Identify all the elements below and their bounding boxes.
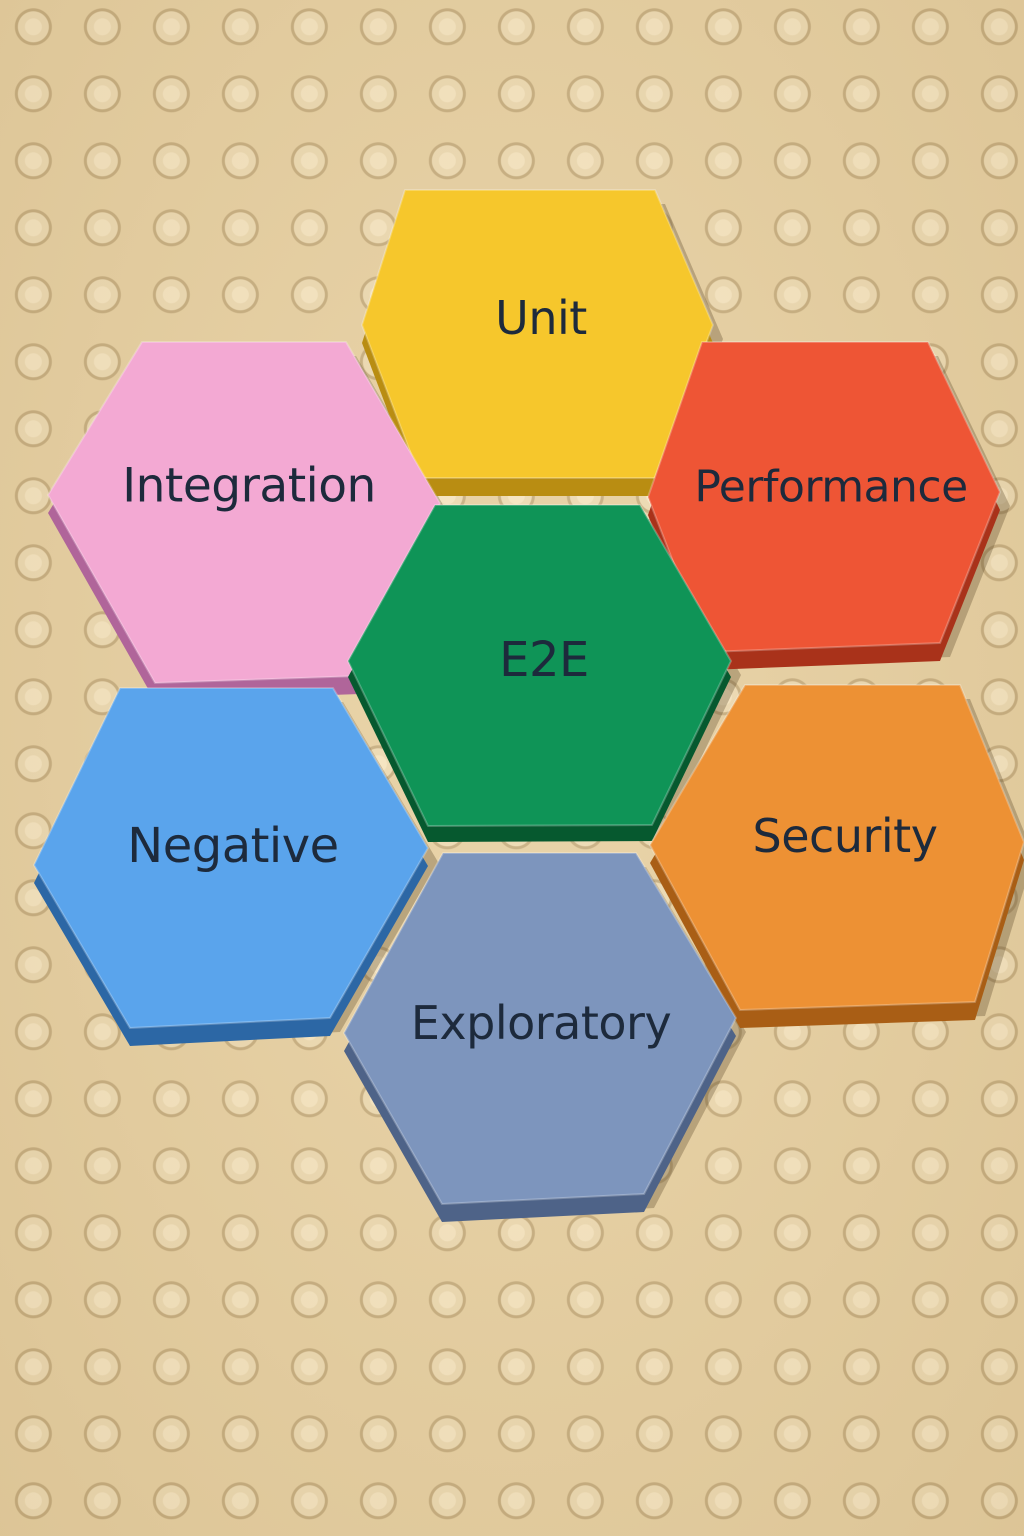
hex-tile-exploratory — [343, 852, 737, 1205]
hex-tile-e2e — [347, 504, 732, 827]
tile-label-integration: Integration — [122, 458, 376, 514]
hex-tile-security — [649, 684, 1024, 1011]
hex-tile-negative — [33, 687, 429, 1029]
tile-label-security: Security — [752, 809, 938, 863]
tile-label-performance: Performance — [694, 461, 968, 513]
tile-label-unit: Unit — [495, 291, 587, 345]
tile-label-negative: Negative — [127, 818, 339, 874]
tile-label-exploratory: Exploratory — [410, 996, 672, 1050]
tile-label-e2e: E2E — [499, 632, 589, 688]
hex-tile-performance — [647, 341, 1001, 653]
